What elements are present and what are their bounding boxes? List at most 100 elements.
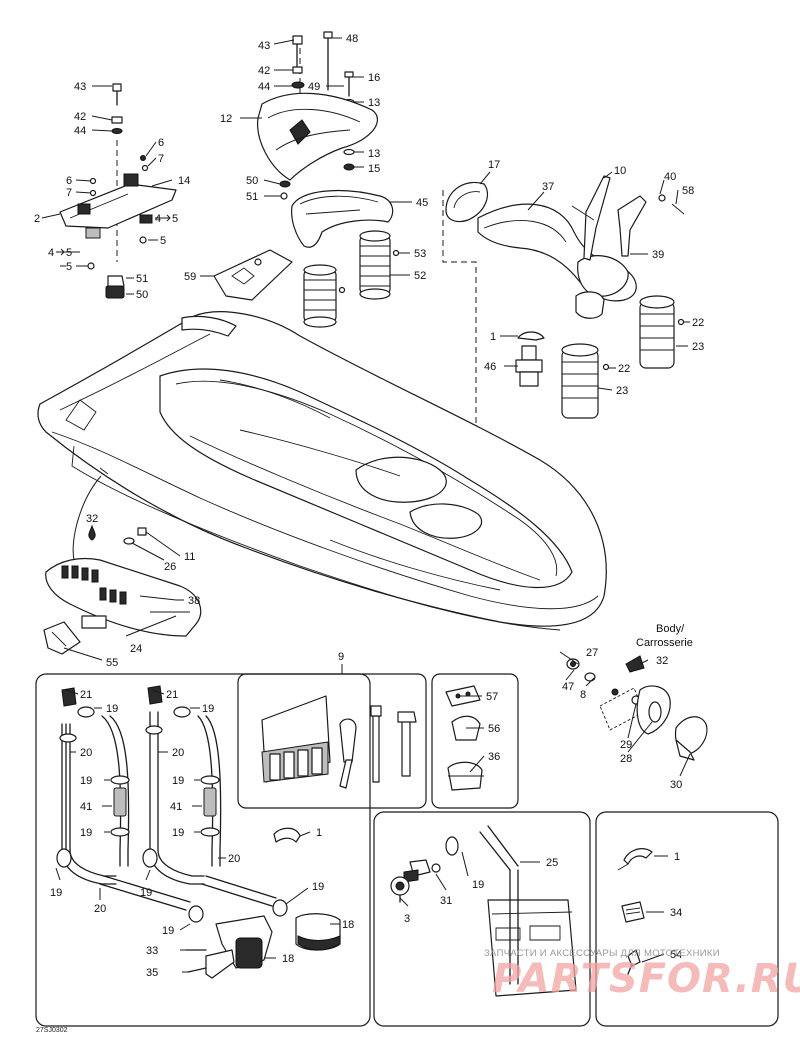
callout: 58 — [682, 185, 694, 197]
handlebar-cover — [257, 92, 378, 181]
callout: 3 — [404, 913, 410, 925]
callout: 44 — [74, 125, 86, 137]
callout: 39 — [652, 249, 664, 261]
callout: 22 — [618, 363, 630, 375]
clips-box — [431, 673, 519, 809]
callout: 34 — [670, 907, 682, 919]
callout: 20 — [172, 747, 184, 759]
callout: 40 — [664, 171, 676, 183]
callout: 19 — [80, 827, 92, 839]
callout: 28 — [620, 753, 632, 765]
callout: 18 — [342, 919, 354, 931]
callout: 19 — [50, 887, 62, 899]
callout: 50 — [136, 289, 148, 301]
duct-group — [445, 175, 685, 419]
side-panel-group — [43, 475, 202, 655]
callout: 30 — [670, 779, 682, 791]
handle-assembly — [566, 655, 708, 761]
document-code: 27SJ0302 — [36, 1027, 68, 1034]
hose-clamps — [56, 706, 288, 923]
callout: 51 — [246, 191, 258, 203]
callout: 42 — [74, 111, 86, 123]
callout: 1 — [316, 827, 322, 839]
arrow-marks — [56, 214, 171, 267]
gasket — [445, 181, 489, 223]
callout: 46 — [484, 361, 496, 373]
callout: 51 — [136, 273, 148, 285]
callout: 36 — [488, 751, 500, 763]
callout-numbers: 43 48 42 44 49 16 13 12 13 15 50 51 45 5… — [34, 33, 704, 979]
callout: 5 — [172, 213, 178, 225]
callout: 57 — [486, 691, 498, 703]
callout: 25 — [546, 857, 558, 869]
callout: 1 — [674, 851, 680, 863]
callout: 6 — [66, 175, 72, 187]
callout: 11 — [184, 551, 195, 563]
washer-42 — [292, 66, 303, 74]
callout: 15 — [368, 163, 380, 175]
callout: 13 — [368, 148, 380, 160]
body-label-line1: Body/ — [656, 623, 685, 635]
callout: 32 — [656, 655, 668, 667]
callout: 20 — [228, 853, 240, 865]
callout: 37 — [542, 181, 554, 193]
callout: 12 — [220, 113, 232, 125]
callout: 19 — [140, 887, 152, 899]
callout: 21 — [80, 689, 92, 701]
callout: 45 — [416, 197, 428, 209]
callout: 31 — [440, 895, 452, 907]
callout: 1 — [490, 331, 496, 343]
tool-kit-box — [237, 664, 427, 809]
callout: 43 — [258, 40, 270, 52]
callout: 29 — [620, 739, 632, 751]
callout: 19 — [172, 827, 184, 839]
callout: 19 — [172, 775, 184, 787]
callout: 4 — [155, 213, 161, 225]
callout: 23 — [692, 341, 704, 353]
callout: 2 — [34, 213, 40, 225]
callout: 24 — [130, 643, 142, 655]
callout: 35 — [146, 967, 158, 979]
watermark-logo: PARTSFOR.RU — [492, 956, 800, 1002]
callout: 16 — [368, 72, 380, 84]
callout: 49 — [308, 81, 320, 93]
hose-box — [35, 673, 371, 1027]
callout: 5 — [66, 261, 72, 273]
callout: 19 — [162, 925, 174, 937]
callout: 38 — [188, 595, 200, 607]
callout: 8 — [580, 689, 586, 701]
callout: 19 — [472, 879, 484, 891]
callout: 33 — [146, 945, 158, 957]
callout: 20 — [80, 747, 92, 759]
callout: 20 — [94, 903, 106, 915]
callout: 17 — [488, 159, 500, 171]
watercraft-body — [37, 311, 607, 631]
callout: 48 — [346, 33, 358, 45]
callout: 54 — [670, 949, 682, 961]
callout: 19 — [80, 775, 92, 787]
callout: 6 — [158, 137, 164, 149]
callout: 43 — [74, 81, 86, 93]
callout: 9 — [338, 651, 344, 663]
callout: 55 — [106, 657, 118, 669]
callout: 19 — [106, 703, 118, 715]
vent-slats — [61, 565, 127, 605]
callout: 18 — [282, 953, 294, 965]
callout: 19 — [202, 703, 214, 715]
callout: 52 — [414, 270, 426, 282]
callout: 7 — [158, 153, 164, 165]
steering-stem — [291, 189, 394, 248]
callout: 41 — [80, 801, 92, 813]
callout: 4 — [48, 247, 54, 259]
callout: 10 — [614, 165, 626, 177]
callout: 56 — [488, 723, 500, 735]
callout: 5 — [66, 247, 72, 259]
callout: 42 — [258, 65, 270, 77]
callout: 50 — [246, 175, 258, 187]
callout: 22 — [692, 317, 704, 329]
callout: 21 — [166, 689, 178, 701]
callout: 59 — [184, 271, 196, 283]
battery-box — [373, 811, 591, 1027]
